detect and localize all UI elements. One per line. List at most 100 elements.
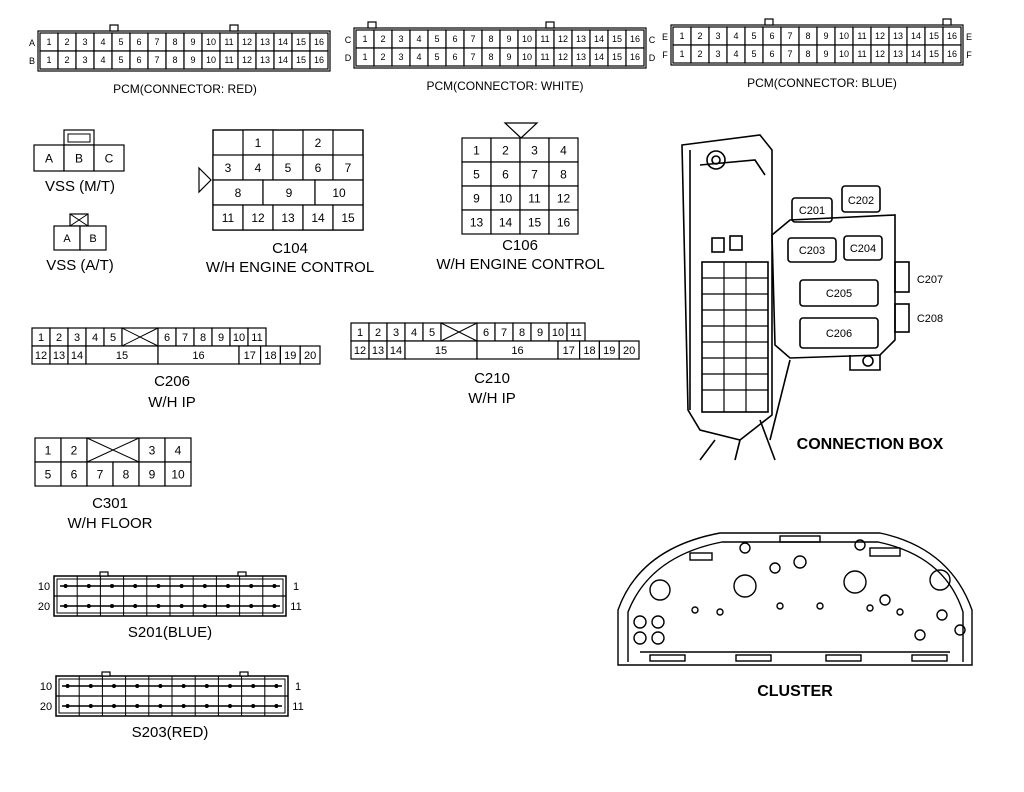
pin-label: 2 [375,327,381,339]
pin-label: 2 [315,136,322,150]
c301-description: W/H FLOOR [67,515,153,532]
pin-label: 6 [315,161,322,175]
pin-label: 16 [314,55,324,65]
vss-mt-caption: VSS (M/T) [45,178,115,195]
pin-label: 14 [390,345,402,357]
splice-pin [228,684,232,688]
pin-cell [519,161,550,187]
latch-tab [367,21,377,29]
pin-label: 2 [380,52,385,62]
pin-label: 10 [206,37,216,47]
pin-cell [272,204,304,231]
pin-label: 15 [612,52,622,62]
pin-label: 11 [857,49,866,59]
pin-label: 4 [733,49,738,59]
connector-callout-label: C203 [799,245,825,257]
pin-cell [461,209,492,235]
splice-pin [179,584,184,588]
pin-label: 11 [224,55,233,65]
pin-cell [302,204,334,231]
pin-label: 8 [172,37,177,47]
pin-label: 5 [434,34,439,44]
pin-label: 15 [929,49,939,59]
row-letter: D [649,53,656,63]
pin-label: 16 [947,49,957,59]
pin-label: 9 [823,31,828,41]
pin-label: 1 [473,143,480,157]
pin-label: 7 [787,49,792,59]
pin-cell [461,185,492,211]
pin-label: 17 [563,345,575,357]
pin-cell [93,144,125,172]
pin-label: 12 [251,211,265,225]
pin-cell [212,204,244,231]
splice-pin [228,704,232,708]
pin-label: A [63,233,71,245]
pin-label: 13 [893,49,903,59]
row-label: 11 [290,601,301,613]
pin-label: 6 [769,49,774,59]
pin-label: 7 [182,332,188,344]
pin-label: 11 [570,327,581,339]
latch-tab [764,18,774,26]
pin-label: 5 [110,332,116,344]
pin-label: 2 [502,143,509,157]
pin-label: 7 [470,34,475,44]
splice-pin [110,604,114,608]
pin-cell [79,225,107,251]
pin-label: 5 [429,327,435,339]
connector-callout-label: C207 [917,274,943,286]
pin-label: 3 [531,143,538,157]
keying-arrow [503,122,539,139]
pin-label: 10 [233,332,245,344]
pin-label: 3 [74,332,80,344]
pin-label: 19 [284,350,296,362]
splice-pin [156,604,161,608]
pin-label: 7 [501,327,507,339]
pin-label: 10 [522,52,532,62]
pin-cell [942,44,962,64]
pin-label: 12 [242,55,252,65]
row-letter: D [345,53,352,63]
pin-label: 13 [281,211,295,225]
splice-pin [65,684,70,688]
instrument-cluster-illustration [617,532,973,666]
pin-cell [332,204,364,231]
pin-label: 3 [149,443,156,457]
splice-pin [88,704,93,708]
pin-label: 2 [71,443,78,457]
pin-label: 13 [470,215,484,229]
pcm-white-caption: PCM(CONNECTOR: WHITE) [426,79,584,93]
pin-label: 7 [531,167,538,181]
pin-label: 2 [697,49,702,59]
splice-pin [226,604,230,608]
pin-label: 7 [470,52,475,62]
pin-label: 5 [434,52,439,62]
row-label: 10 [40,681,52,693]
pin-cell [548,185,579,211]
latch-tab [942,18,952,26]
row-letter: C [649,35,656,45]
pin-label: 7 [154,55,159,65]
pin-label: 12 [558,34,568,44]
row-letter: C [345,35,352,45]
pin-label: 12 [875,49,885,59]
pin-label: 13 [372,345,384,357]
pin-label: 9 [537,327,543,339]
pin-label: 3 [398,34,403,44]
pin-cell [548,209,579,235]
connection-box-illustration [681,134,910,461]
splice-pin [156,584,161,588]
pin-label: 6 [164,332,170,344]
pin-label: 8 [519,327,525,339]
pin-cell [490,185,521,211]
splice-pin [251,704,256,708]
c301-name: C301 [92,495,128,512]
pin-label: 3 [715,49,720,59]
